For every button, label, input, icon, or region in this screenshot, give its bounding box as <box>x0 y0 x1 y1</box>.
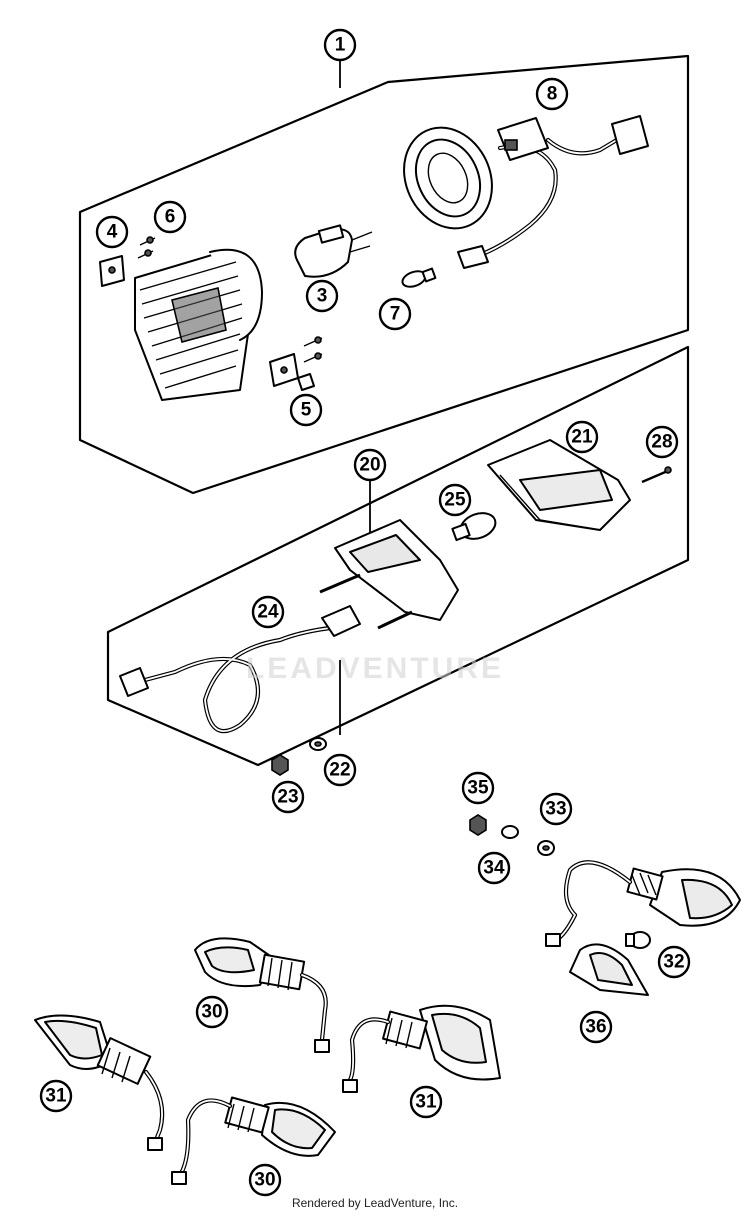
screws-upper[interactable] <box>137 236 156 259</box>
signal-lens[interactable] <box>569 943 649 996</box>
taillight-bulb[interactable] <box>451 509 499 544</box>
svg-text:6: 6 <box>165 207 176 228</box>
callout-6[interactable]: 6 <box>153 200 187 234</box>
callout-30-upper[interactable]: 30 <box>195 995 229 1029</box>
callout-25[interactable]: 25 <box>438 483 472 517</box>
svg-text:20: 20 <box>359 455 380 476</box>
svg-text:30: 30 <box>254 1170 275 1191</box>
screws-lower[interactable] <box>297 336 323 391</box>
turn-signal-left-front[interactable] <box>194 937 330 1053</box>
callout-22[interactable]: 22 <box>323 753 357 787</box>
svg-text:33: 33 <box>545 799 566 820</box>
watermark-text: LEADVENTURE <box>246 652 504 685</box>
callout-8[interactable]: 8 <box>535 77 569 111</box>
svg-text:30: 30 <box>201 1002 222 1023</box>
parking-bulb[interactable] <box>400 267 437 289</box>
callout-21[interactable]: 21 <box>565 420 599 454</box>
turn-signal-left-rear[interactable] <box>34 1014 165 1151</box>
callout-35[interactable]: 35 <box>461 771 495 805</box>
svg-text:35: 35 <box>467 778 489 799</box>
turn-signal-lower[interactable] <box>171 1096 336 1185</box>
taillight-housing[interactable] <box>319 519 459 630</box>
svg-text:31: 31 <box>45 1086 67 1107</box>
svg-text:36: 36 <box>585 1017 606 1038</box>
svg-text:22: 22 <box>329 760 350 781</box>
callout-28[interactable]: 28 <box>645 425 679 459</box>
bracket-upper[interactable] <box>99 255 125 287</box>
svg-text:3: 3 <box>317 286 328 307</box>
callout-36[interactable]: 36 <box>579 1010 613 1044</box>
flat-washer[interactable] <box>537 840 555 856</box>
headlight-bulb[interactable] <box>294 224 373 278</box>
svg-text:28: 28 <box>651 432 672 453</box>
callout-1[interactable]: 1 <box>323 28 357 62</box>
callout-23[interactable]: 23 <box>271 780 305 814</box>
callout-5[interactable]: 5 <box>289 393 323 427</box>
washer[interactable] <box>309 737 327 751</box>
taillight-wiring[interactable] <box>119 605 361 734</box>
headlight-housing[interactable] <box>134 248 263 401</box>
svg-text:1: 1 <box>335 35 346 56</box>
nut[interactable] <box>271 754 289 776</box>
svg-text:5: 5 <box>301 400 312 421</box>
taillight-assembly-box <box>106 345 690 767</box>
svg-text:4: 4 <box>107 222 118 243</box>
callout-31-left[interactable]: 31 <box>39 1079 73 1113</box>
callout-20[interactable]: 20 <box>353 448 387 482</box>
headlight-assembly-box <box>78 54 690 495</box>
bulb-socket-ring[interactable] <box>388 113 508 243</box>
callout-24[interactable]: 24 <box>251 595 285 629</box>
turn-signal-right-rear[interactable] <box>545 860 741 947</box>
signal-bulb[interactable] <box>625 931 651 949</box>
svg-text:25: 25 <box>444 490 466 511</box>
svg-text:24: 24 <box>257 602 279 623</box>
rendered-by-footer: Rendered by LeadVenture, Inc. <box>291 1196 459 1210</box>
callout-3[interactable]: 3 <box>305 279 339 313</box>
svg-text:8: 8 <box>547 84 558 105</box>
taillight-lens[interactable] <box>487 439 631 531</box>
lock-washer[interactable] <box>501 825 519 839</box>
callout-30-lower[interactable]: 30 <box>248 1163 282 1197</box>
svg-text:7: 7 <box>390 304 401 325</box>
lens-screw[interactable] <box>641 466 672 484</box>
svg-text:21: 21 <box>571 427 593 448</box>
headlight-wiring-harness[interactable] <box>457 115 649 269</box>
svg-text:31: 31 <box>415 1092 437 1113</box>
callout-7[interactable]: 7 <box>378 297 412 331</box>
svg-text:34: 34 <box>483 858 505 879</box>
callout-32[interactable]: 32 <box>657 945 691 979</box>
mount-nut[interactable] <box>469 814 487 836</box>
callout-4[interactable]: 4 <box>95 215 129 249</box>
callout-34[interactable]: 34 <box>477 851 511 885</box>
callout-33[interactable]: 33 <box>539 792 573 826</box>
turn-signal-right-front[interactable] <box>342 1004 501 1093</box>
svg-text:32: 32 <box>663 952 684 973</box>
bracket-lower[interactable] <box>269 353 299 387</box>
svg-text:23: 23 <box>277 787 298 808</box>
callout-31-right[interactable]: 31 <box>409 1085 443 1119</box>
